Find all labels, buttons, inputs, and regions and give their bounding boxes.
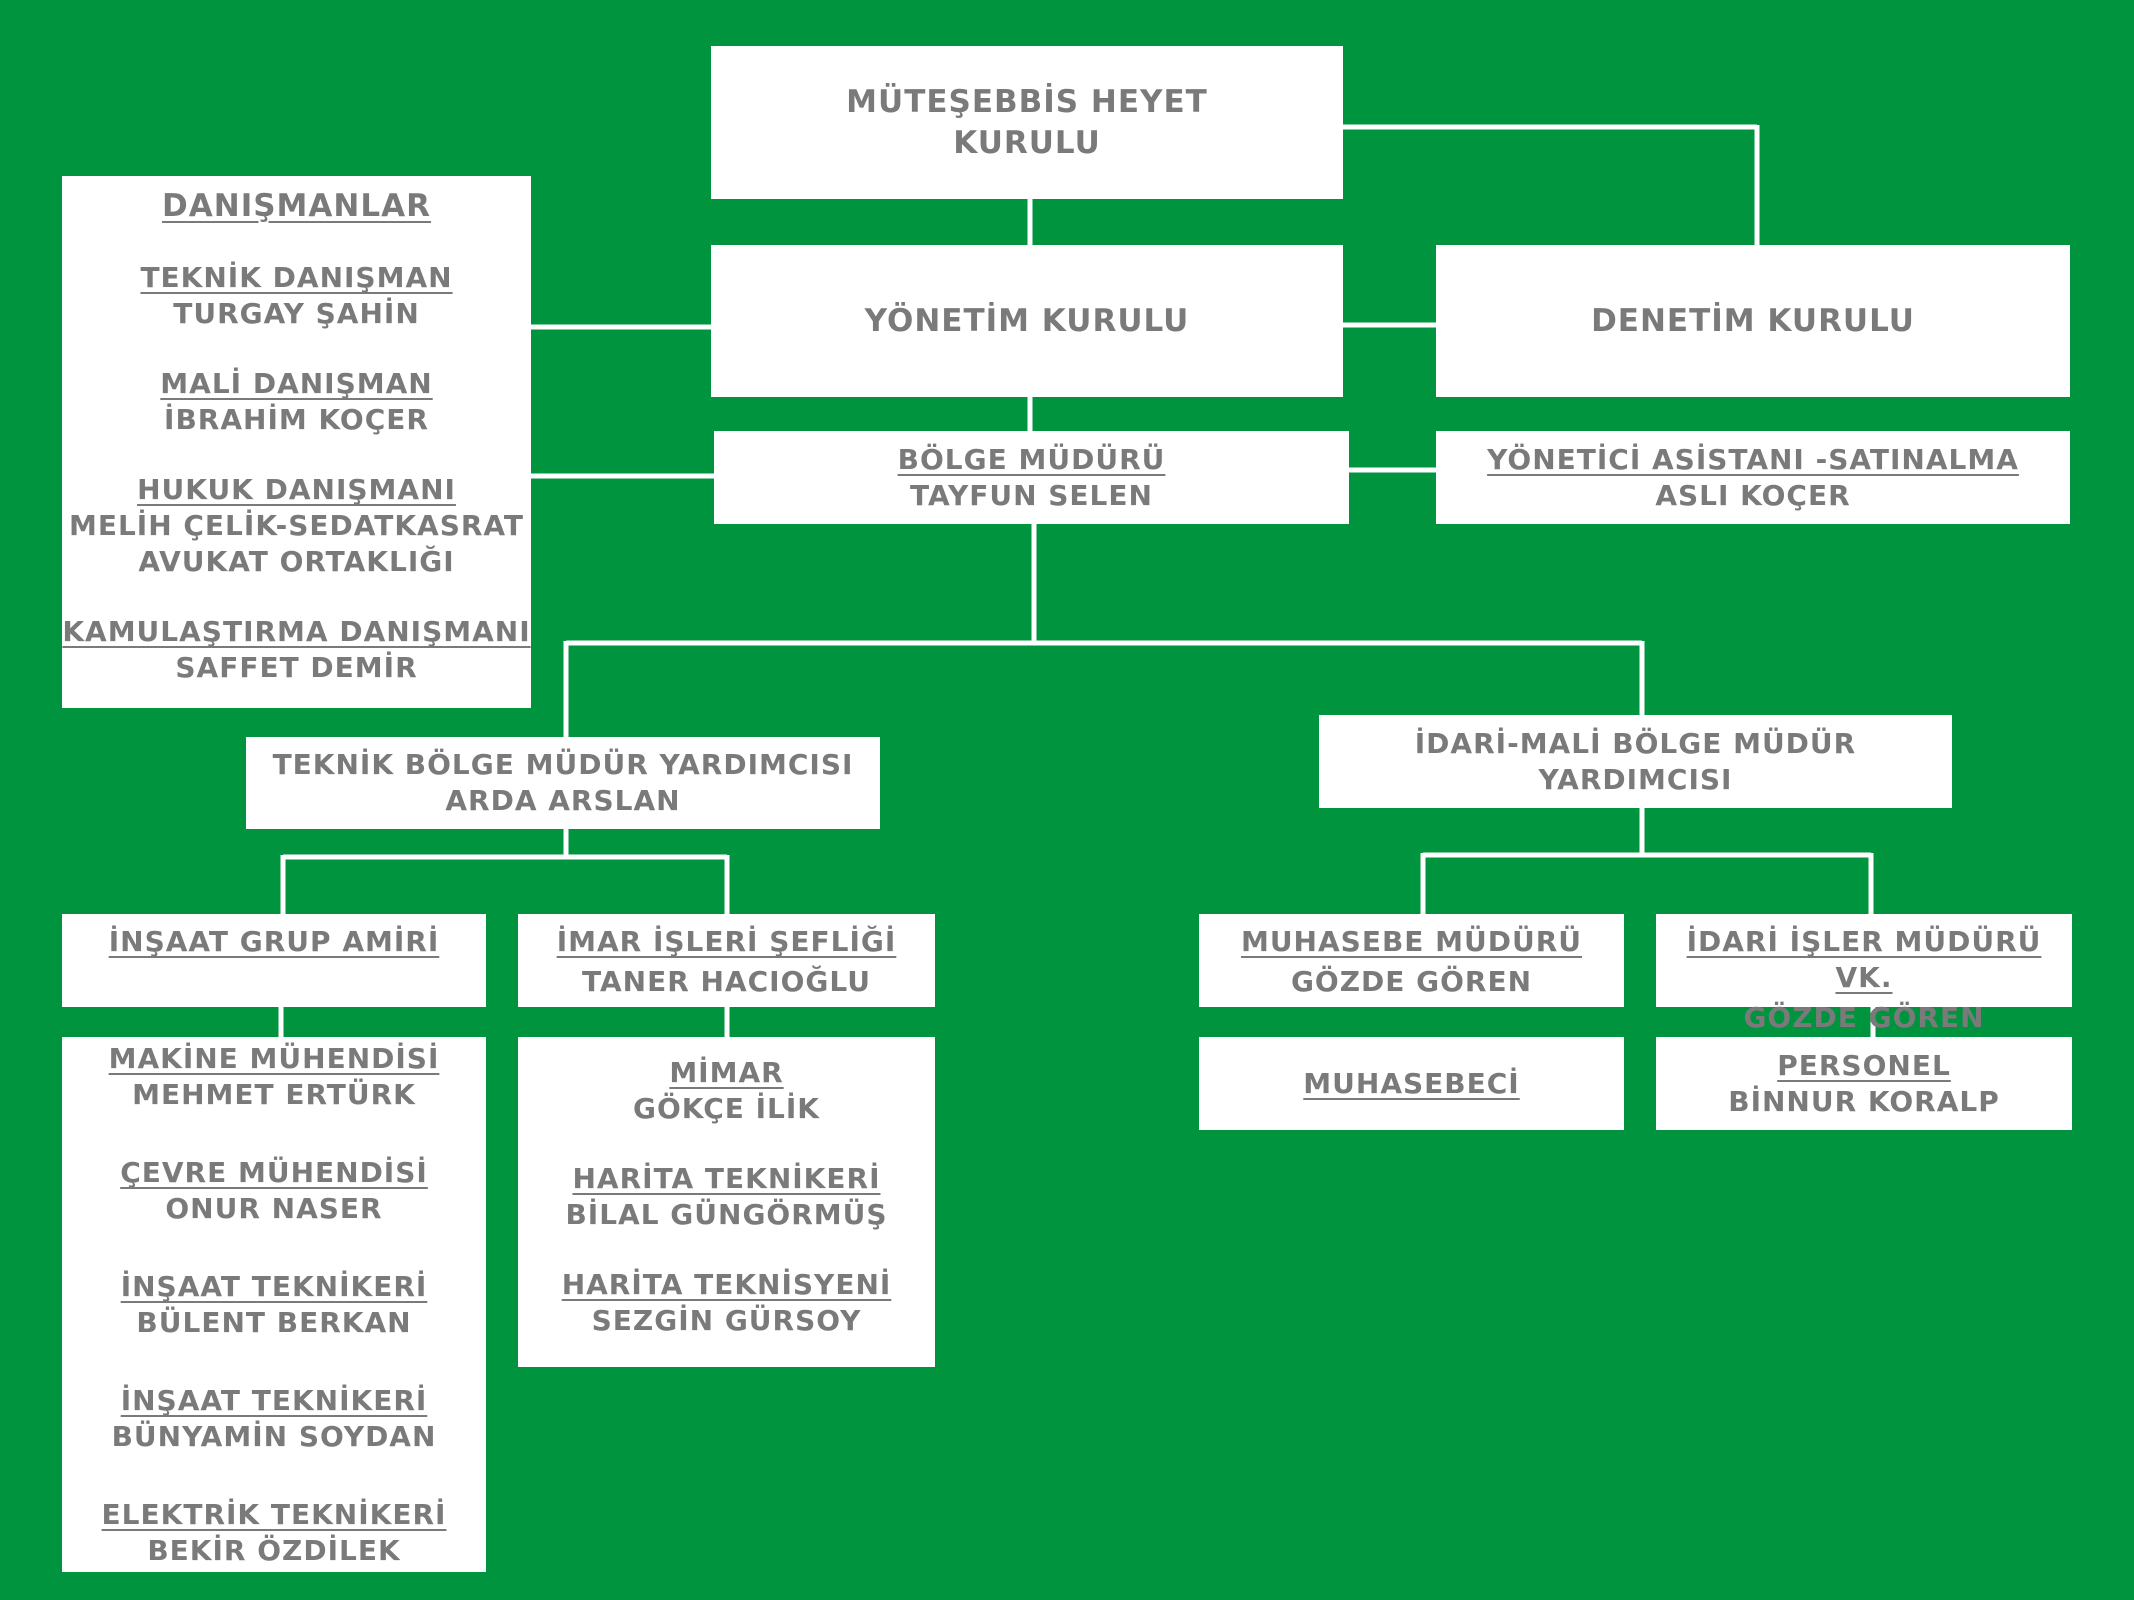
- advisor-role: HUKUK DANIŞMANI: [137, 473, 456, 506]
- teknik-yardimci-name: ARDA ARSLAN: [445, 784, 681, 817]
- advisor-name: SAFFET DEMİR: [175, 651, 418, 684]
- bolge-muduru-box: BÖLGE MÜDÜRÜ TAYFUN SELEN: [714, 431, 1349, 524]
- advisor-name: İBRAHİM KOÇER: [164, 403, 429, 436]
- teknik-yardimci-box: TEKNİK BÖLGE MÜDÜR YARDIMCISI ARDA ARSLA…: [246, 737, 880, 829]
- advisor-role: MALİ DANIŞMAN: [160, 367, 433, 400]
- staff-role: HARİTA TEKNİSYENİ: [561, 1268, 892, 1301]
- asistan-box: YÖNETİCİ ASİSTANI -SATINALMA ASLI KOÇER: [1436, 431, 2070, 524]
- staff-role: MİMAR: [669, 1056, 784, 1089]
- danismanlar-box: DANIŞMANLAR TEKNİK DANIŞMAN TURGAY ŞAHİN…: [62, 176, 531, 708]
- staff-role: İNŞAAT TEKNİKERİ: [120, 1270, 428, 1303]
- yonetim-kurulu-box: YÖNETİM KURULU: [711, 245, 1343, 397]
- yonetim-kurulu-title: YÖNETİM KURULU: [864, 302, 1190, 339]
- personel-box: PERSONEL BİNNUR KORALP: [1656, 1037, 2072, 1130]
- asistan-name: ASLI KOÇER: [1655, 478, 1851, 512]
- imar-role: İMAR İŞLERİ ŞEFLİĞİ: [556, 925, 897, 958]
- staff-name: BÜLENT BERKAN: [136, 1306, 412, 1339]
- advisor-name: MELİH ÇELİK-SEDATKASRAT: [68, 509, 525, 542]
- muhasebe-muduru-role: MUHASEBE MÜDÜRÜ: [1240, 925, 1583, 958]
- staff-name: BEKİR ÖZDİLEK: [147, 1534, 401, 1567]
- muhasebe-muduru-name: GÖZDE GÖREN: [1290, 965, 1533, 998]
- denetim-kurulu-title: DENETİM KURULU: [1591, 302, 1915, 339]
- advisor-name: TURGAY ŞAHİN: [173, 297, 420, 330]
- imar-box: İMAR İŞLERİ ŞEFLİĞİ TANER HACIOĞLU: [518, 914, 935, 1007]
- imar-name: TANER HACIOĞLU: [582, 965, 871, 998]
- idari-isler-role: İDARİ İŞLER MÜDÜRÜ VK.: [1686, 925, 2042, 994]
- mutesebbis-heyet-title-line2: KURULU: [953, 124, 1101, 161]
- staff-name: SEZGİN GÜRSOY: [591, 1304, 862, 1337]
- personel-name: BİNNUR KORALP: [1728, 1084, 2000, 1118]
- danismanlar-title: DANIŞMANLAR: [162, 188, 431, 224]
- staff-role: ÇEVRE MÜHENDİSİ: [120, 1156, 428, 1189]
- denetim-kurulu-box: DENETİM KURULU: [1436, 245, 2070, 397]
- idari-isler-box: İDARİ İŞLER MÜDÜRÜ VK. GÖZDE GÖREN: [1656, 914, 2072, 1034]
- advisor-role: KAMULAŞTIRMA DANIŞMANI: [62, 615, 531, 648]
- mutesebbis-heyet-box: MÜTEŞEBBİS HEYET KURULU: [711, 46, 1343, 199]
- staff-role: İNŞAAT TEKNİKERİ: [120, 1384, 428, 1417]
- insaat-grup-role: İNŞAAT GRUP AMİRİ: [108, 925, 440, 958]
- staff-name: BİLAL GÜNGÖRMÜŞ: [565, 1198, 888, 1231]
- advisor-role: TEKNİK DANIŞMAN: [140, 261, 453, 294]
- mutesebbis-heyet-title: MÜTEŞEBBİS HEYET: [846, 83, 1208, 120]
- staff-role: MAKİNE MÜHENDİSİ: [108, 1042, 440, 1075]
- idari-isler-name: GÖZDE GÖREN: [1743, 1001, 1985, 1034]
- muhasebeci-role: MUHASEBECİ: [1303, 1066, 1520, 1100]
- teknik-yardimci-role: TEKNİK BÖLGE MÜDÜR YARDIMCISI: [272, 748, 854, 781]
- staff-name: ONUR NASER: [165, 1192, 383, 1225]
- bolge-muduru-name: TAYFUN SELEN: [910, 478, 1153, 512]
- insaat-grup-box: İNŞAAT GRUP AMİRİ: [62, 914, 486, 1007]
- idari-yardimci-role: İDARİ-MALİ BÖLGE MÜDÜR YARDIMCISI: [1414, 726, 1857, 796]
- asistan-role: YÖNETİCİ ASİSTANI -SATINALMA: [1487, 442, 2019, 476]
- staff-name: MEHMET ERTÜRK: [132, 1078, 416, 1111]
- muhasebeci-box: MUHASEBECİ: [1199, 1037, 1624, 1130]
- staff-role: ELEKTRİK TEKNİKERİ: [101, 1498, 447, 1531]
- muhasebe-muduru-box: MUHASEBE MÜDÜRÜ GÖZDE GÖREN: [1199, 914, 1624, 1007]
- personel-role: PERSONEL: [1777, 1048, 1951, 1082]
- staff-name: GÖKÇE İLİK: [632, 1092, 821, 1125]
- staff-name: BÜNYAMİN SOYDAN: [111, 1420, 437, 1453]
- bolge-muduru-role: BÖLGE MÜDÜRÜ: [897, 442, 1166, 476]
- idari-yardimci-box: İDARİ-MALİ BÖLGE MÜDÜR YARDIMCISI: [1319, 715, 1952, 808]
- advisor-name-line2: AVUKAT ORTAKLIĞI: [138, 545, 455, 578]
- imar-staff-box: MİMAR GÖKÇE İLİK HARİTA TEKNİKERİ BİLAL …: [518, 1037, 935, 1367]
- insaat-staff-box: MAKİNE MÜHENDİSİ MEHMET ERTÜRK ÇEVRE MÜH…: [62, 1037, 486, 1572]
- staff-role: HARİTA TEKNİKERİ: [572, 1162, 881, 1195]
